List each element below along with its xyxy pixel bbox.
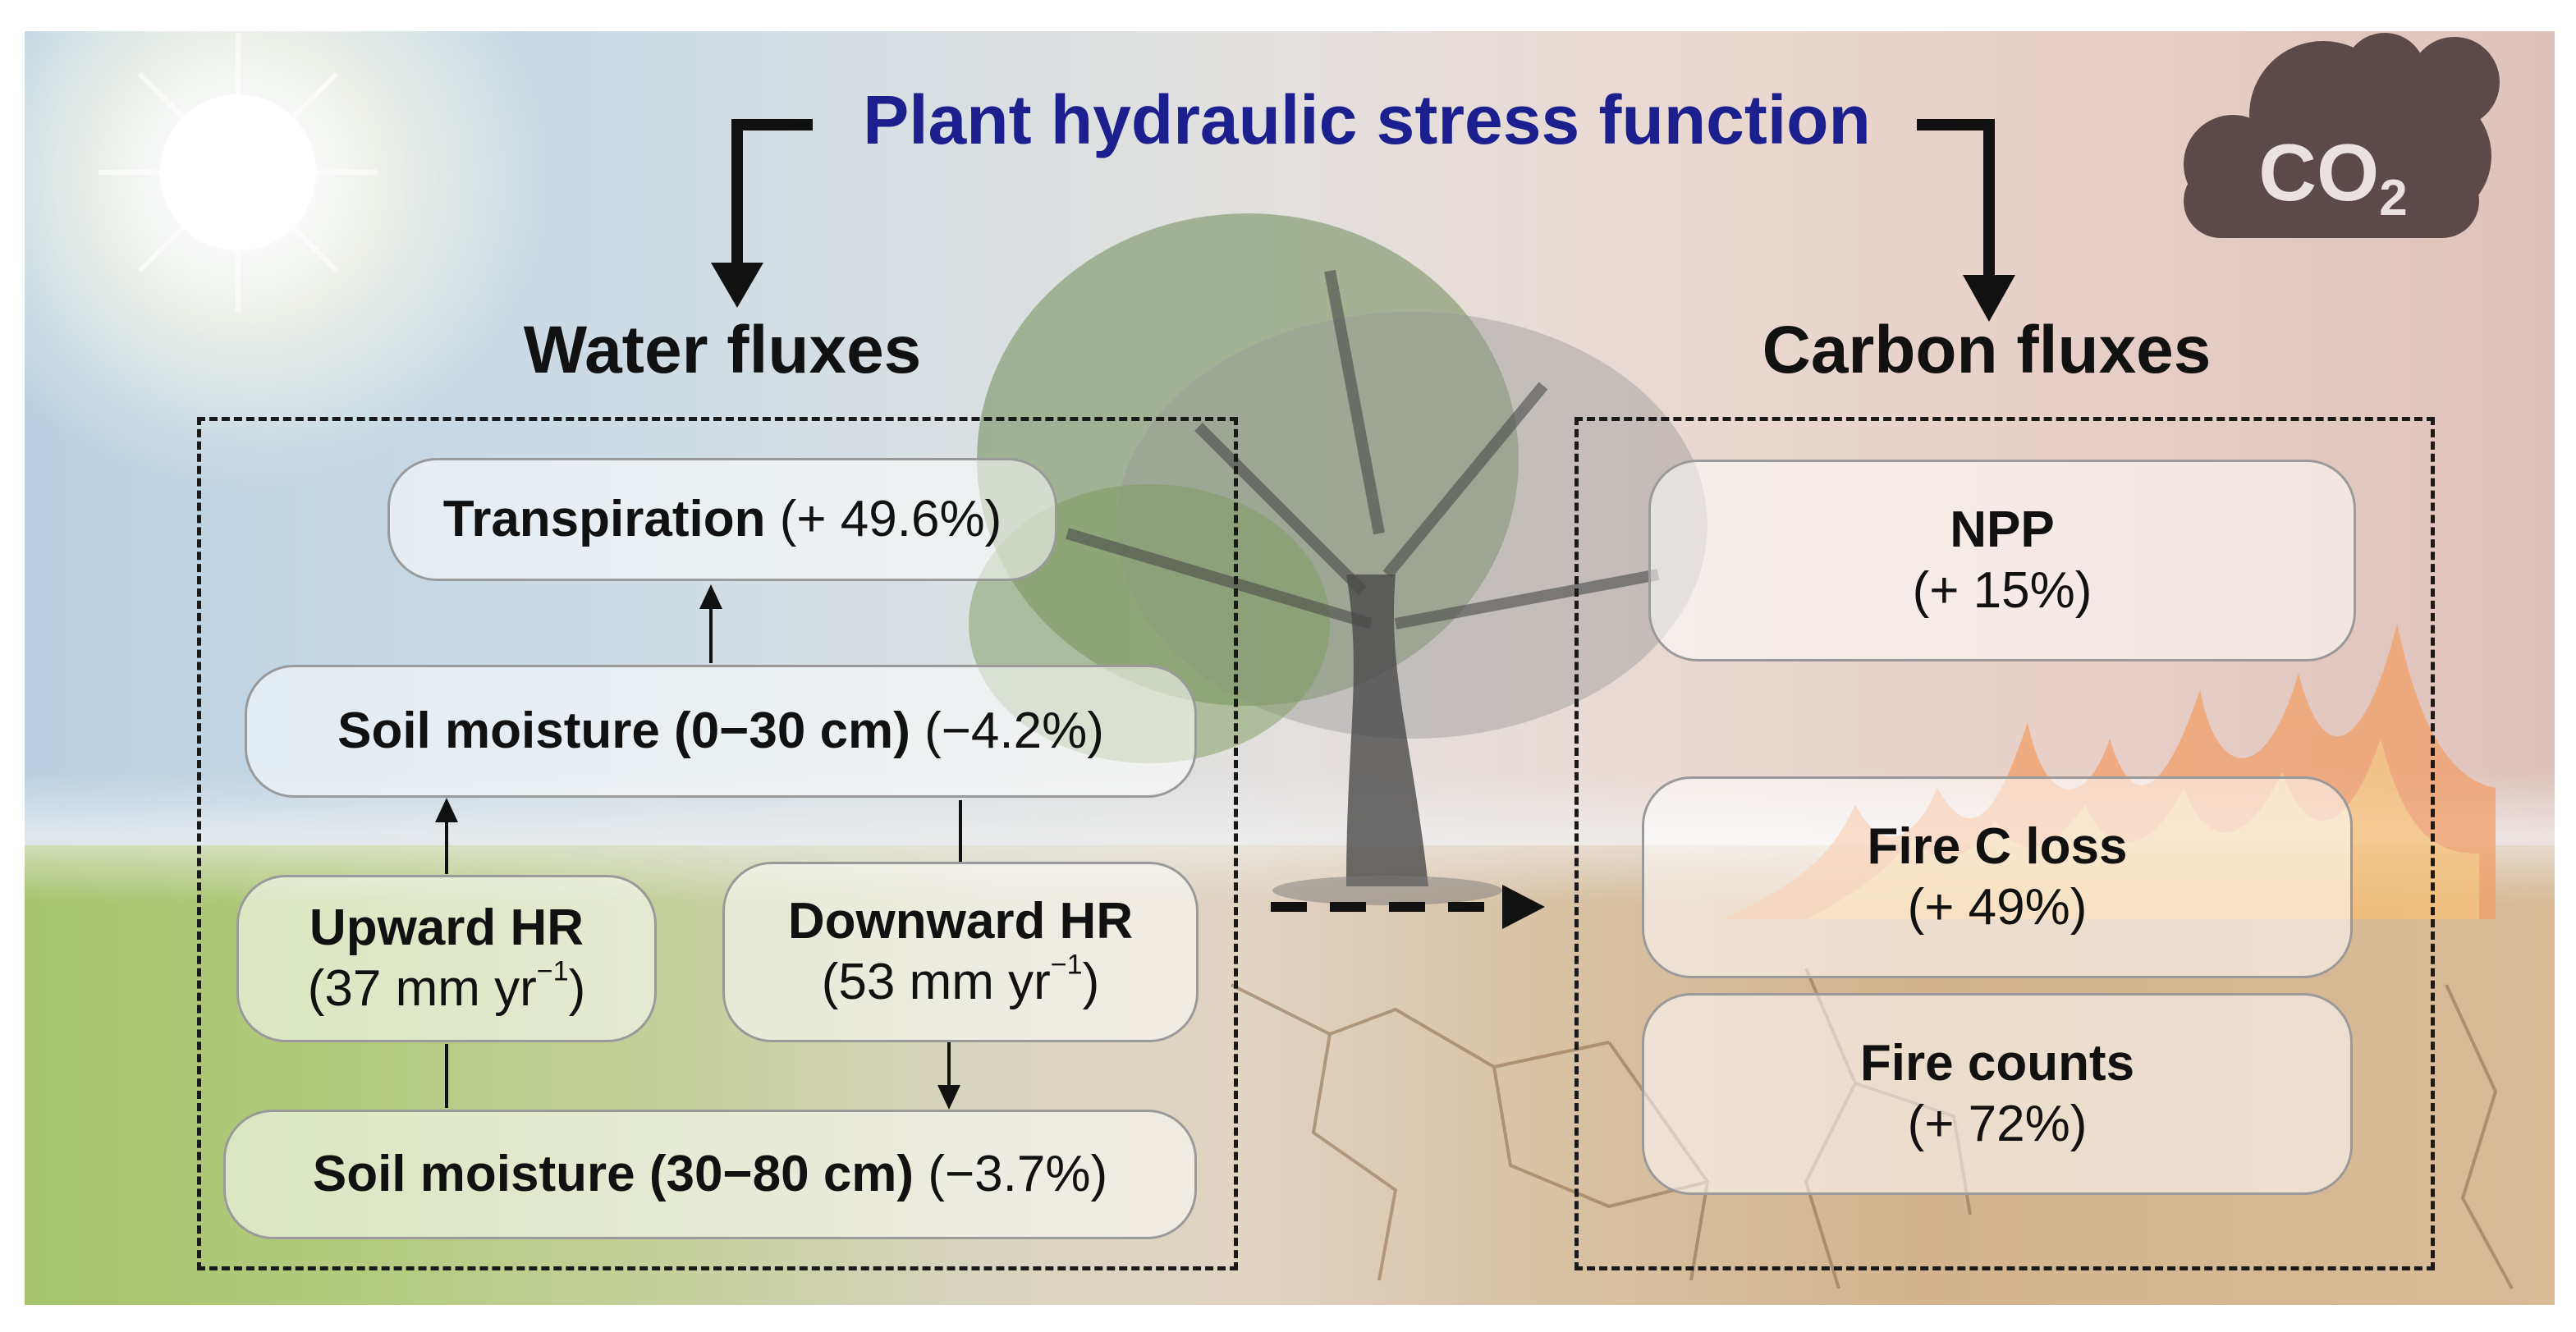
soil-moisture-deep-change: (−3.7%) <box>914 1145 1108 1202</box>
downward-hr-value: (53 mm yr <box>821 954 1051 1010</box>
fire-counts-label: Fire counts <box>1859 1034 2135 1092</box>
title-left-arrow <box>711 119 813 308</box>
upward-hr-box: Upward HR (37 mm yr−1) <box>236 875 657 1042</box>
co2-label: CO2 <box>2226 123 2440 227</box>
co2-subscript: 2 <box>2379 170 2408 227</box>
water-fluxes-heading: Water fluxes <box>523 313 922 387</box>
arrow-water-to-carbon <box>1271 885 1545 929</box>
downward-hr-value-line: (53 mm yr−1) <box>821 949 1100 1013</box>
npp-change: (+ 15%) <box>1912 562 2092 619</box>
soil-moisture-deep-box: Soil moisture (30−80 cm) (−3.7%) <box>223 1110 1197 1239</box>
upward-hr-close: ) <box>568 960 586 1017</box>
downward-hr-exponent: −1 <box>1050 949 1083 981</box>
upward-hr-value-line: (37 mm yr−1) <box>307 957 586 1019</box>
cloud-co2-icon <box>2184 33 2500 238</box>
arrow-upward-hr-to-soil <box>435 798 458 874</box>
fire-c-loss-change: (+ 49%) <box>1907 879 2088 936</box>
soil-moisture-shallow-change: (−4.2%) <box>910 702 1104 759</box>
npp-label: NPP <box>1950 501 2055 558</box>
water-fluxes-frame <box>197 417 1238 1270</box>
soil-moisture-shallow-text: Soil moisture (0−30 cm) (−4.2%) <box>337 701 1104 762</box>
transpiration-text: Transpiration (+ 49.6%) <box>443 489 1002 550</box>
downward-hr-label: Downward HR <box>787 892 1134 950</box>
arrow-soil-to-transpiration <box>699 584 722 663</box>
carbon-fluxes-heading: Carbon fluxes <box>1762 313 2212 387</box>
downward-hr-close: ) <box>1082 954 1100 1010</box>
fire-c-loss-box: Fire C loss (+ 49%) <box>1642 776 2353 978</box>
soil-moisture-deep-label: Soil moisture (30−80 cm) <box>312 1145 914 1202</box>
upward-hr-value: (37 mm yr <box>307 960 537 1017</box>
tree-icon <box>969 213 1707 905</box>
arrow-downward-hr-to-deep-soil <box>937 1042 960 1110</box>
sun-icon <box>99 33 378 312</box>
soil-moisture-shallow-box: Soil moisture (0−30 cm) (−4.2%) <box>245 665 1197 798</box>
transpiration-label: Transpiration <box>442 490 766 547</box>
upward-hr-label: Upward HR <box>309 899 584 956</box>
soil-moisture-shallow-label: Soil moisture (0−30 cm) <box>337 702 910 759</box>
transpiration-box: Transpiration (+ 49.6%) <box>387 458 1057 581</box>
soil-moisture-deep-text: Soil moisture (30−80 cm) (−3.7%) <box>313 1144 1107 1205</box>
co2-text: CO <box>2258 127 2380 217</box>
fire-counts-change: (+ 72%) <box>1907 1096 2088 1152</box>
npp-box: NPP (+ 15%) <box>1648 460 2356 661</box>
title-right-arrow <box>1917 119 2015 322</box>
transpiration-change: (+ 49.6%) <box>765 490 1002 547</box>
downward-hr-box: Downward HR (53 mm yr−1) <box>722 862 1199 1042</box>
fire-c-loss-label: Fire C loss <box>1867 817 2128 875</box>
fire-counts-box: Fire counts (+ 72%) <box>1642 993 2353 1195</box>
upward-hr-exponent: −1 <box>536 955 569 987</box>
diagram-title: Plant hydraulic stress function <box>863 81 1871 158</box>
carbon-fluxes-frame <box>1574 417 2435 1270</box>
